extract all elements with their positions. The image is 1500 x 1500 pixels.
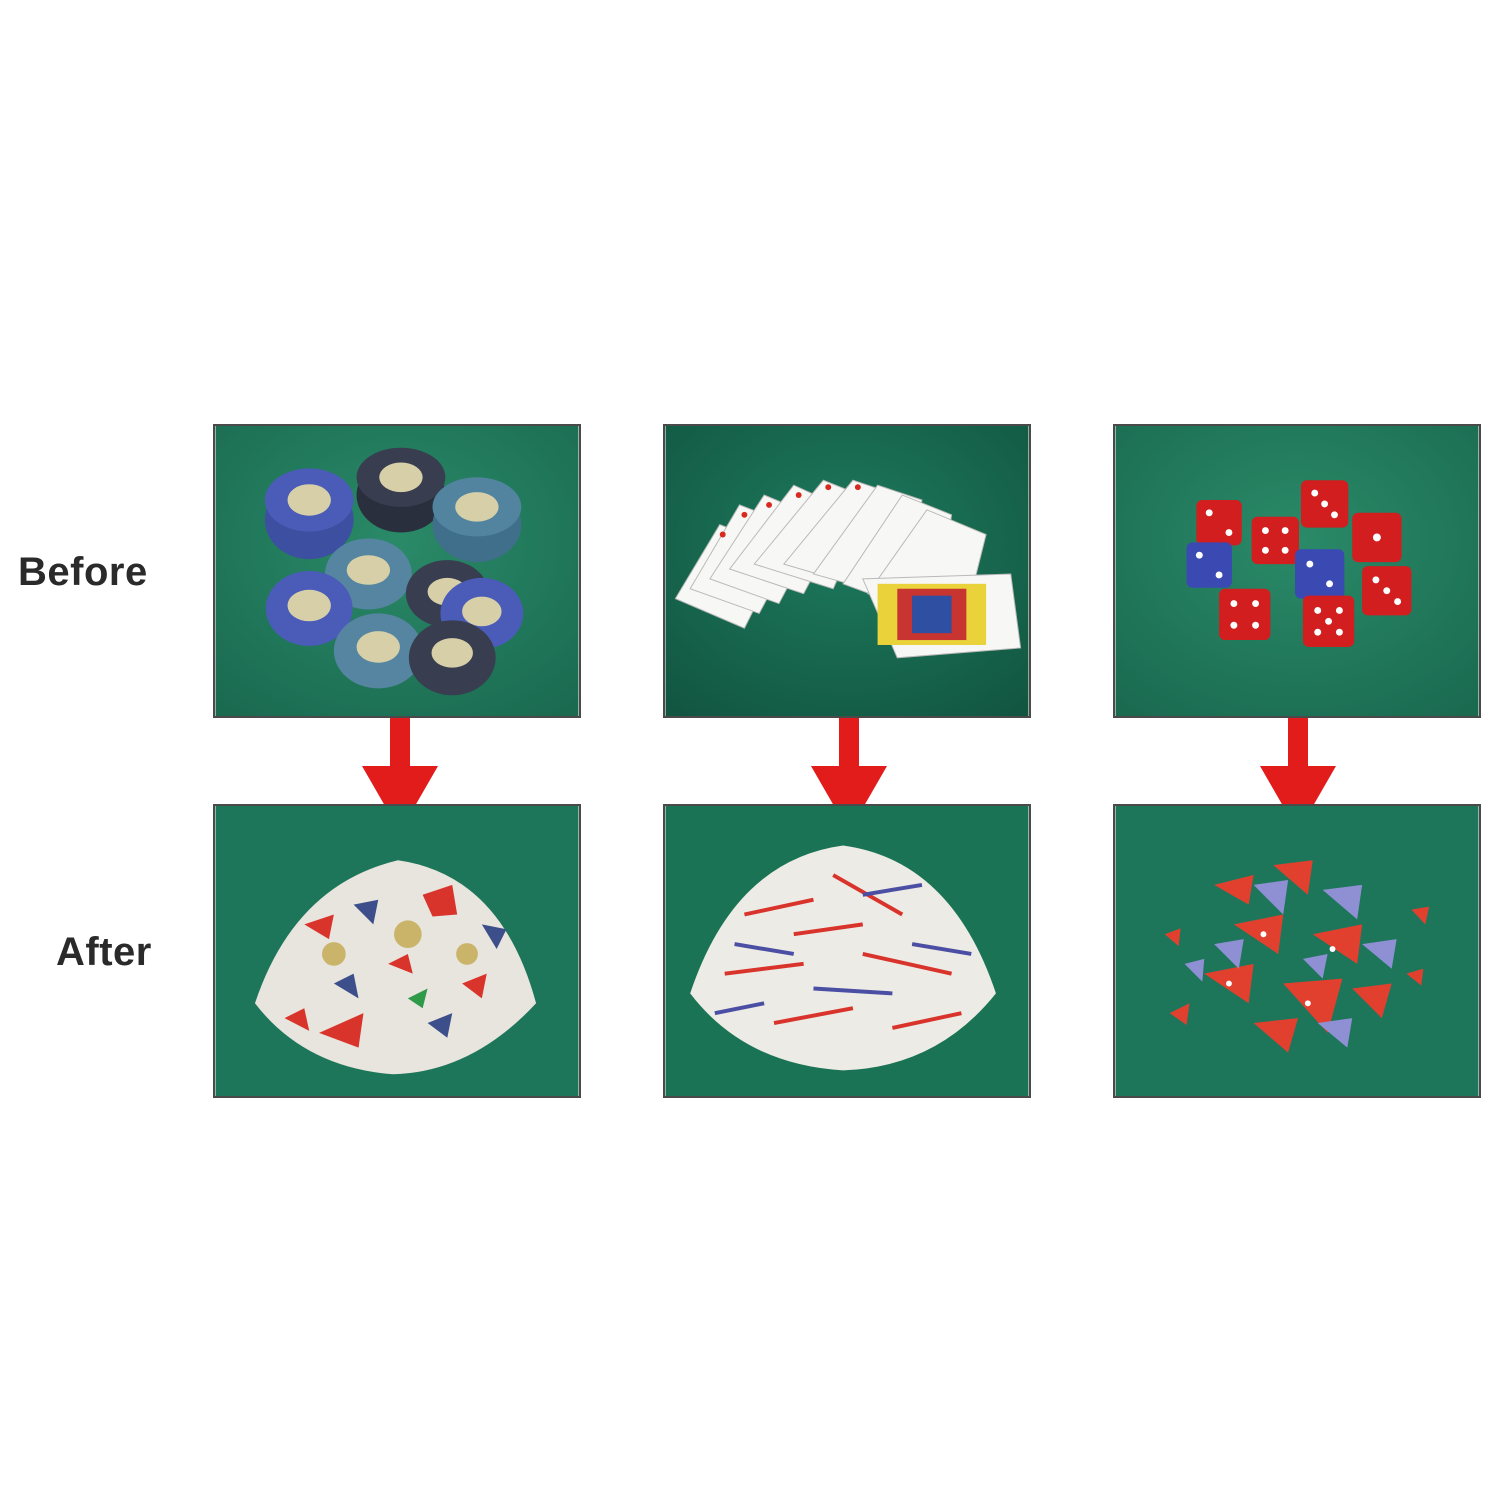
shredded-cards-after-image (663, 804, 1031, 1098)
shredded-dice-after-image (1113, 804, 1481, 1098)
dice-before-image (1113, 424, 1481, 718)
after-row-label: After (56, 930, 152, 974)
shredded-chips-after-image (213, 804, 581, 1098)
poker-chips-before-image (213, 424, 581, 718)
before-row-label: Before (18, 550, 148, 594)
playing-cards-before-image (663, 424, 1031, 718)
down-arrow-icon (362, 718, 438, 832)
down-arrow-icon (1260, 718, 1336, 832)
down-arrow-icon (811, 718, 887, 832)
